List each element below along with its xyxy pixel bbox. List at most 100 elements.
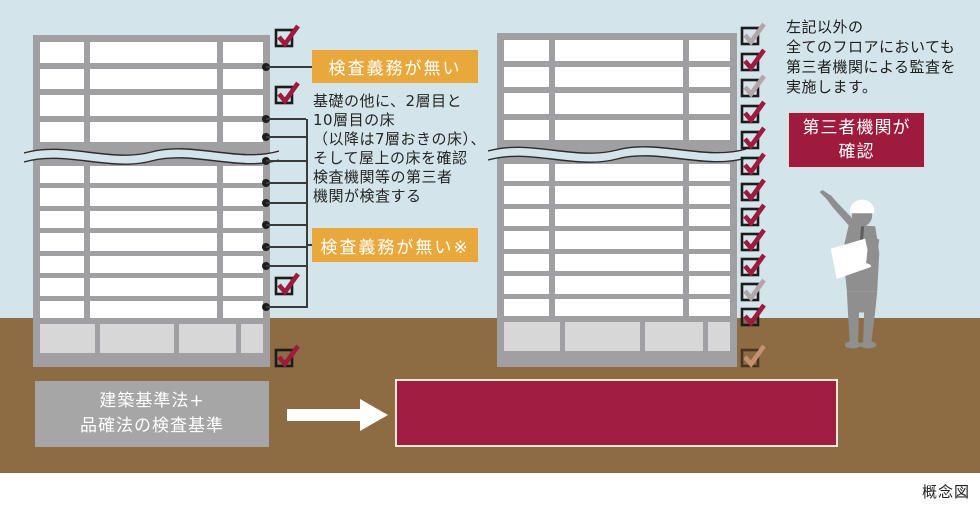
building-left-lower-floors bbox=[40, 166, 263, 318]
description-line: 検査機関等の第三者 bbox=[313, 168, 453, 186]
floor-cell bbox=[689, 66, 731, 87]
floor-cell bbox=[90, 68, 217, 89]
connector-line bbox=[306, 244, 313, 246]
floor-row bbox=[40, 210, 263, 229]
floor-cell bbox=[90, 42, 217, 63]
floor-cell bbox=[40, 121, 85, 142]
floor-cell bbox=[554, 66, 684, 87]
floor-row bbox=[504, 231, 731, 249]
inspection-checkbox-red bbox=[740, 252, 766, 278]
building-right-basement bbox=[504, 322, 730, 351]
inspection-checkbox-muted bbox=[740, 277, 766, 303]
floor-cell bbox=[504, 66, 549, 87]
building-right-upper-floors bbox=[504, 40, 731, 140]
floor-cell bbox=[40, 278, 85, 296]
floor-cell bbox=[90, 255, 217, 274]
floor-cell bbox=[504, 40, 549, 61]
no-inspection-duty-tag-bottom: 検査義務が無い※ bbox=[312, 228, 478, 262]
description-line: そして屋上の床を確認 bbox=[313, 149, 468, 167]
description-line: 機関が検査する bbox=[313, 187, 422, 205]
inspection-checkbox-red bbox=[740, 99, 766, 125]
floor-row bbox=[40, 166, 263, 184]
inspection-checkbox-muted bbox=[740, 21, 766, 47]
inspection-checkbox-red bbox=[740, 202, 766, 228]
floor-row bbox=[504, 40, 731, 61]
floor-row bbox=[40, 300, 263, 318]
inspection-checkbox-red bbox=[740, 177, 766, 203]
building-right bbox=[488, 33, 746, 367]
basement-cell bbox=[707, 322, 730, 351]
floor-cell bbox=[504, 231, 549, 249]
height-break-wave-right bbox=[488, 146, 746, 163]
floor-cell bbox=[554, 253, 684, 272]
height-break-wave-left bbox=[24, 148, 279, 165]
floor-cell bbox=[689, 40, 731, 61]
floor-cell bbox=[90, 121, 217, 142]
floor-cell bbox=[554, 164, 684, 182]
floor-cell bbox=[222, 278, 263, 296]
floor-cell bbox=[504, 276, 549, 294]
floor-cell bbox=[40, 210, 85, 229]
connector-line bbox=[266, 136, 306, 138]
connector-line bbox=[266, 246, 306, 248]
building-left-basement bbox=[40, 324, 263, 353]
bracket-line bbox=[306, 119, 308, 308]
inspection-checkbox-red bbox=[740, 302, 766, 328]
floor-cell bbox=[222, 68, 263, 89]
floor-cell bbox=[222, 210, 263, 229]
floor-cell bbox=[90, 278, 217, 296]
floor-cell bbox=[40, 166, 85, 184]
floor-cell bbox=[689, 208, 731, 227]
floor-cell bbox=[554, 186, 684, 204]
floor-cell bbox=[40, 188, 85, 206]
floor-row bbox=[40, 121, 263, 142]
floor-cell bbox=[554, 208, 684, 227]
floor-row bbox=[504, 186, 731, 204]
floor-cell bbox=[504, 186, 549, 204]
badge-line: 第三者機関が bbox=[802, 118, 911, 138]
note-line: 全てのフロアにおいても bbox=[786, 38, 956, 56]
floor-row bbox=[40, 188, 263, 206]
basement-cell bbox=[504, 322, 560, 351]
floor-row bbox=[504, 276, 731, 294]
floor-cell bbox=[222, 95, 263, 116]
connector-line bbox=[266, 118, 306, 120]
note-line: 左記以外の bbox=[786, 18, 864, 36]
floor-row bbox=[40, 233, 263, 251]
floor-row bbox=[504, 298, 731, 316]
inspection-checkbox-red bbox=[740, 125, 766, 151]
right-arrow-icon bbox=[287, 399, 388, 431]
floor-cell bbox=[504, 93, 549, 114]
connector-line bbox=[266, 306, 306, 308]
floor-cell bbox=[554, 231, 684, 249]
third-party-audit-note: 左記以外の 全てのフロアにおいても 第三者機関による監査を 実施します。 bbox=[786, 17, 956, 97]
floor-row bbox=[40, 278, 263, 296]
note-line: 実施します。 bbox=[786, 78, 878, 96]
floor-cell bbox=[554, 276, 684, 294]
inspection-checkbox-red bbox=[740, 151, 766, 177]
floor-cell bbox=[40, 68, 85, 89]
basement-cell bbox=[645, 322, 703, 351]
floor-row bbox=[40, 42, 263, 63]
inspector-silhouette bbox=[819, 190, 880, 349]
gray-box-line: 建築基準法+ bbox=[99, 391, 205, 411]
basement-cell bbox=[99, 324, 175, 353]
third-party-confirmation-badge: 第三者機関が 確認 bbox=[788, 112, 925, 168]
inspection-checkbox-red bbox=[274, 343, 300, 369]
building-standards-law-box: 建築基準法+ 品確法の検査基準 bbox=[35, 381, 269, 447]
floor-cell bbox=[689, 186, 731, 204]
inspection-description: 基礎の他に、2層目と 10層目の床 （以降は7層おきの床）、 そして屋上の床を確… bbox=[313, 92, 486, 206]
floor-row bbox=[40, 95, 263, 116]
building-left bbox=[24, 35, 279, 367]
connector-line bbox=[266, 66, 312, 68]
gray-box-line: 品確法の検査基準 bbox=[80, 416, 224, 436]
floor-row bbox=[504, 119, 731, 140]
note-line: 第三者機関による監査を bbox=[786, 58, 957, 76]
floor-cell bbox=[40, 300, 85, 318]
floor-cell bbox=[689, 298, 731, 316]
floor-cell bbox=[504, 298, 549, 316]
building-right-lower-floors bbox=[504, 164, 731, 316]
floor-row bbox=[504, 93, 731, 114]
floor-row bbox=[504, 208, 731, 227]
